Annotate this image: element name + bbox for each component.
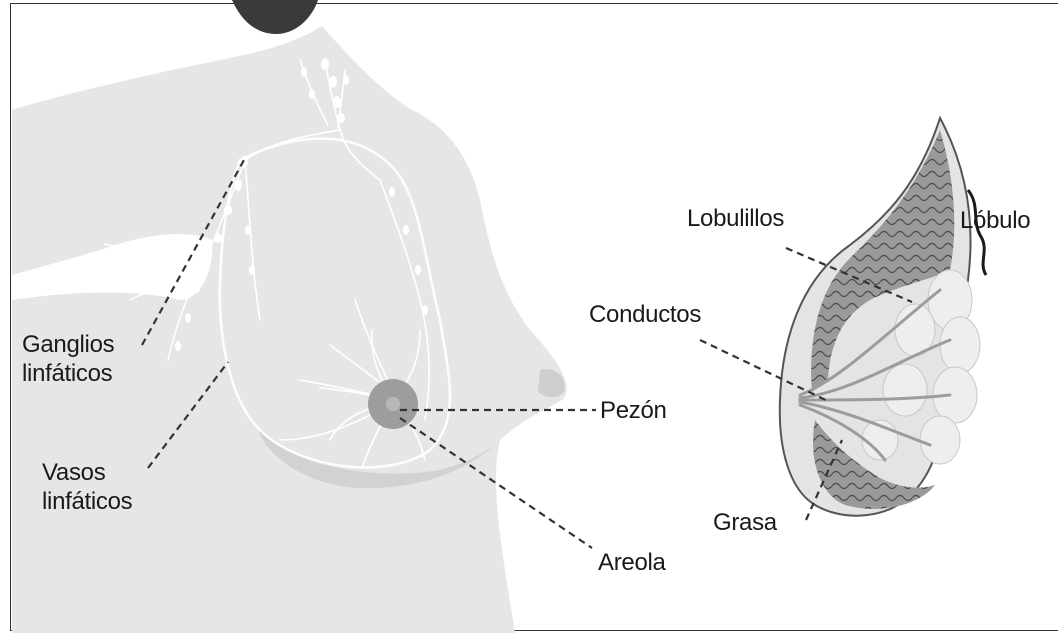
label-vasos-line2: linfáticos: [42, 487, 132, 516]
hair-shape: [232, 0, 318, 34]
nipple-shape: [386, 397, 400, 411]
label-ganglios-line2: linfáticos: [22, 359, 114, 388]
label-ganglios-linfaticos: Ganglios linfáticos: [22, 330, 114, 388]
label-lobulillos: Lobulillos: [687, 204, 784, 233]
breast-cross-section: [780, 118, 986, 516]
label-areola: Areola: [598, 548, 666, 577]
label-vasos-linfaticos: Vasos linfáticos: [42, 458, 132, 516]
label-vasos-line1: Vasos: [42, 458, 132, 487]
label-lobulo: Lóbulo: [960, 206, 1030, 235]
label-pezon: Pezón: [600, 396, 667, 425]
label-conductos: Conductos: [589, 300, 701, 329]
label-grasa: Grasa: [713, 508, 777, 537]
label-ganglios-line1: Ganglios: [22, 330, 114, 359]
